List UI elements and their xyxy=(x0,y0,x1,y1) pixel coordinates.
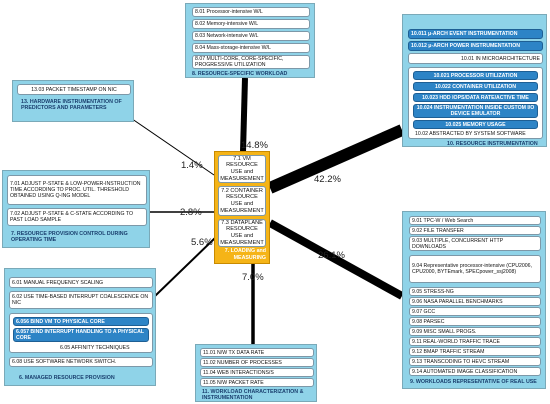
box6-item-interrupt-coalescence: 6.02 USE TIME-BASED INTERRUPT COALESCENC… xyxy=(9,291,153,309)
box7prov-title: 7. RESOURCE PROVISION CONTROL DURING OPE… xyxy=(11,231,128,243)
box9-item-parsec: 9.08 PARSEC xyxy=(409,317,541,326)
box-hardware-instrumentation: 13.03 PACKET TIMESTAMP ON NIC 13. HARDWA… xyxy=(12,80,134,122)
percent-label-42-2: 42.2% xyxy=(314,174,341,185)
box6-item-manual-freq: 6.01 MANUAL FREQUENCY SCALING xyxy=(9,277,153,288)
box8-item-mass-storage: 8.04 Mass-storage-intensive W/L xyxy=(192,43,310,53)
percent-label-2-8: 2.8% xyxy=(180,207,202,218)
box6-item-bind-vm: 6.056 BIND VM TO PHYSICAL CORE xyxy=(13,317,149,326)
box-workloads-real-use: 9.01 TPC-W / Web Search 9.02 FILE TRANSF… xyxy=(402,211,546,389)
box9-item-misc-small: 9.09 MISC SMALL PROGS. xyxy=(409,327,541,336)
box-managed-resource-provision: 6.01 MANUAL FREQUENCY SCALING 6.02 USE T… xyxy=(4,268,156,386)
box10-item-hdd-iops: 10.023 HDD IOPS/DATA RATE/ACTIVE TIME xyxy=(413,93,538,102)
box8-title: 8. RESOURCE-SPECIFIC WORKLOAD xyxy=(192,71,288,77)
box10-item-uarch-event: 10.011 μ-ARCH EVENT INSTRUMENTATION xyxy=(408,29,543,39)
box9-item-file-transfer: 9.02 FILE TRANSFER xyxy=(409,226,541,235)
box10-title: 10. RESOURCE INSTRUMENTATION xyxy=(447,141,538,147)
box9-item-stress-ng: 9.05 STRESS-NG xyxy=(409,287,541,296)
edge-center-to-box9 xyxy=(268,219,404,300)
box9-item-processor-intensive: 9.04 Representative processor-intensive … xyxy=(409,255,541,283)
center-item-dataplane: 7.3 DATAPLANE RESOURCE USE and MEASUREME… xyxy=(218,219,266,247)
box8-item-network: 8.03 Network-intensive W/L xyxy=(192,31,310,41)
box10-item-microarch: 10.01 IN MICROARCHITECTURE xyxy=(408,53,543,64)
box8-item-processor: 8.01 Processor-intensive W/L xyxy=(192,7,310,17)
center-item-container: 7.2 CONTAINER RESOURCE USE and MEASUREME… xyxy=(218,186,266,216)
box7prov-item-adjust-pstate-lowpower: 7.01 ADJUST P-STATE & LOW-POWER-INSTRUCT… xyxy=(7,175,147,205)
edge-center-to-box8 xyxy=(240,77,248,153)
box9-title: 9. WORKLOADS REPRESENTATIVE OF REAL USE xyxy=(410,379,537,385)
box10-sub-title: 10.02 ABSTRACTED BY SYSTEM SOFTWARE xyxy=(415,131,526,137)
box9-item-http-downloads: 9.03 MULTIPLE, CONCURRENT HTTP DOWNLOADS xyxy=(409,236,541,251)
box10-item-container-util: 10.022 CONTAINER UTILIZATION xyxy=(413,82,538,91)
percent-label-5-6: 5.6% xyxy=(191,237,213,248)
box10-item-uarch-power: 10.012 μ-ARCH POWER INSTRUMENTATION xyxy=(408,41,543,51)
box13-item-packet-timestamp: 13.03 PACKET TIMESTAMP ON NIC xyxy=(17,84,131,95)
box-resource-specific-workload: 8.01 Processor-intensive W/L 8.02 Memory… xyxy=(185,3,315,78)
percent-label-1-4: 1.4% xyxy=(181,160,203,171)
edge-center-to-box6 xyxy=(154,237,216,297)
box9-item-tpcw: 9.01 TPC-W / Web Search xyxy=(409,216,541,225)
box-workload-characterization: 11.01 N/W TX DATA RATE 11.02 NUMBER OF P… xyxy=(195,344,317,402)
percent-label-14-8: 14.8% xyxy=(241,140,268,151)
box6-sub-title: 6.05 AFFINITY TECHNIQUES xyxy=(60,345,130,351)
box9-item-nasa: 9.06 NASA PARALLEL BENCHMARKS xyxy=(409,297,541,306)
box9-item-hevc: 9.13 TRANSCODING TO HEVC STREAM xyxy=(409,357,541,366)
box9-item-image-classification: 9.14 AUTOMATED IMAGE CLASSIFICATION xyxy=(409,367,541,376)
edge-center-to-box13 xyxy=(121,111,215,176)
box13-title: 13. HARDWARE INSTRUMENTATION OF PREDICTO… xyxy=(21,99,122,111)
box9-item-gcc: 9.07 GCC xyxy=(409,307,541,316)
box11-item-tx-rate: 11.01 N/W TX DATA RATE xyxy=(200,348,314,357)
box11-item-packet-rate: 11.05 N/W PACKET RATE xyxy=(200,378,314,387)
percent-label-7-0: 7.0% xyxy=(242,272,264,283)
edge-center-to-box10 xyxy=(267,124,405,194)
box8-item-memory: 8.02 Memory-intensive W/L xyxy=(192,19,310,29)
box6-item-bind-interrupt: 6.057 BIND INTERRUPT HANDLING TO A PHYSI… xyxy=(13,328,149,342)
box8-item-multicore: 8.07 MULTI-CORE, CORE-SPECIFIC, PROGRESS… xyxy=(192,55,310,69)
box10-item-processor-util: 10.021 PROCESSOR UTILIZATION xyxy=(413,71,538,80)
box9-item-bmap: 9.12 BMAP TRAFFIC STREAM xyxy=(409,347,541,356)
box10-item-memory-usage: 10.025 MEMORY USAGE xyxy=(413,120,538,129)
box6-sub-container: 6.056 BIND VM TO PHYSICAL CORE 6.057 BIN… xyxy=(9,313,153,353)
center-box-title: 7. LOADING and MEASURING xyxy=(224,248,266,261)
box10-item-io-emulator: 10.024 INSTRUMENTATION INSIDE CUSTOM I/O… xyxy=(413,104,538,118)
box7prov-item-adjust-pstate-cstate: 7.02 ADJUST P-STATE & C-STATE ACCORDING … xyxy=(7,208,147,226)
box6-item-software-switch: 6.08 USE SOFTWARE NETWORK SWITCH. xyxy=(9,357,153,367)
center-box-loading-measuring: 7.1 VM RESOURCE USE and MEASUREMENT 7.2 … xyxy=(214,151,270,264)
box9-item-real-world-traffic: 9.11 REAL-WORLD TRAFFIC TRACE xyxy=(409,337,541,346)
box11-item-processes: 11.02 NUMBER OF PROCESSES xyxy=(200,358,314,367)
box11-item-web-interactions: 11.04 WEB INTERACTIONS/S xyxy=(200,368,314,377)
box6-title: 6. MANAGED RESOURCE PROVISION xyxy=(19,375,115,381)
box-resource-instrumentation: 10.011 μ-ARCH EVENT INSTRUMENTATION 10.0… xyxy=(402,14,547,147)
percent-label-26-1: 26.1% xyxy=(318,250,345,261)
box11-title: 11. WORKLOAD CHARACTERIZATION & INSTRUME… xyxy=(202,389,304,401)
center-item-vm: 7.1 VM RESOURCE USE and MEASUREMENT xyxy=(218,155,266,183)
box-resource-provision-control: 7.01 ADJUST P-STATE & LOW-POWER-INSTRUCT… xyxy=(2,170,150,248)
box10-sub-container: 10.021 PROCESSOR UTILIZATION 10.022 CONT… xyxy=(408,67,543,139)
